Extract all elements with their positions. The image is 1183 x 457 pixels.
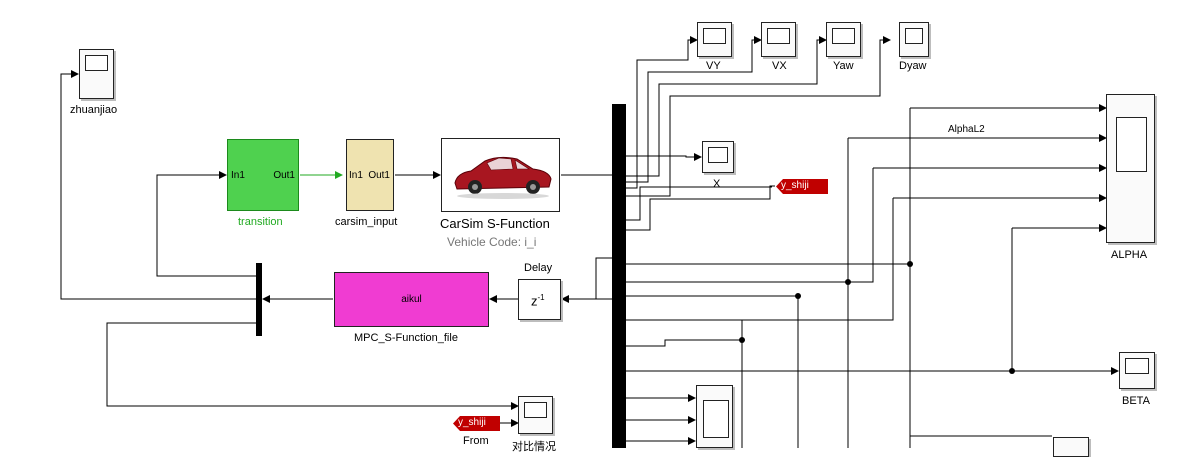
carsim-input-label: carsim_input xyxy=(335,216,398,228)
scope-icon xyxy=(1125,358,1149,374)
carsim-sfunction-block[interactable] xyxy=(441,138,560,212)
compare-label: 对比情况 xyxy=(512,441,556,453)
scope-icon xyxy=(703,28,726,44)
carsim-input-block[interactable]: In1 Out1 xyxy=(346,139,394,211)
dyaw-scope[interactable] xyxy=(899,22,929,57)
compare-scope[interactable] xyxy=(518,396,553,434)
goto-tag[interactable]: y_shiji xyxy=(776,179,828,194)
x-label: X xyxy=(713,178,721,190)
vy-label: VY xyxy=(706,60,721,72)
carsim-title: CarSim S-Function xyxy=(440,216,550,231)
bottom-scope[interactable] xyxy=(696,385,733,448)
mpc-sfunction-block[interactable]: aikul xyxy=(334,272,489,327)
scope-icon xyxy=(1116,117,1147,172)
x-scope[interactable] xyxy=(702,141,734,173)
scope-icon xyxy=(524,402,547,418)
transition-in-port: In1 xyxy=(231,170,245,181)
vx-label: VX xyxy=(772,60,787,72)
mux-bar[interactable] xyxy=(256,263,262,336)
yaw-label: Yaw xyxy=(833,60,854,72)
carsim-subtitle: Vehicle Code: i_i xyxy=(447,235,537,249)
from-tag[interactable]: y_shiji xyxy=(453,416,500,431)
dyaw-label: Dyaw xyxy=(899,60,927,72)
scope-icon xyxy=(85,55,108,71)
transition-block[interactable]: In1 Out1 xyxy=(227,139,299,211)
scope-icon xyxy=(832,28,855,44)
scope-icon xyxy=(703,400,729,438)
beta-label: BETA xyxy=(1122,395,1150,407)
alpha-label: ALPHA xyxy=(1111,249,1148,261)
delay-exponent: -1 xyxy=(537,293,545,302)
scope-icon xyxy=(708,147,728,163)
delay-symbol: z-1 xyxy=(531,293,545,308)
carsim-input-in-port: In1 xyxy=(349,170,363,181)
beta-scope[interactable] xyxy=(1119,352,1155,389)
car-image xyxy=(454,156,552,199)
vx-scope[interactable] xyxy=(761,22,796,57)
alpha-scope[interactable] xyxy=(1106,94,1155,243)
bus-bar[interactable] xyxy=(612,104,626,448)
alpha-l2-label: AlphaL2 xyxy=(948,124,985,135)
delay-z: z xyxy=(531,293,538,309)
mpc-name: aikul xyxy=(401,294,422,305)
zhuanjiao-scope[interactable] xyxy=(79,49,114,99)
transition-label: transition xyxy=(238,216,283,228)
scope-icon xyxy=(905,28,923,44)
delay-block[interactable]: z-1 xyxy=(518,279,561,320)
partial-scope[interactable] xyxy=(1053,437,1089,457)
carsim-input-out-port: Out1 xyxy=(368,170,390,181)
scope-icon xyxy=(767,28,790,44)
transition-out-port: Out1 xyxy=(273,170,295,181)
yaw-scope[interactable] xyxy=(826,22,861,57)
zhuanjiao-label: zhuanjiao xyxy=(70,104,118,116)
from-label: From xyxy=(463,435,489,447)
mpc-label: MPC_S-Function_file xyxy=(354,332,458,344)
vy-scope[interactable] xyxy=(697,22,732,57)
delay-label: Delay xyxy=(524,262,553,274)
